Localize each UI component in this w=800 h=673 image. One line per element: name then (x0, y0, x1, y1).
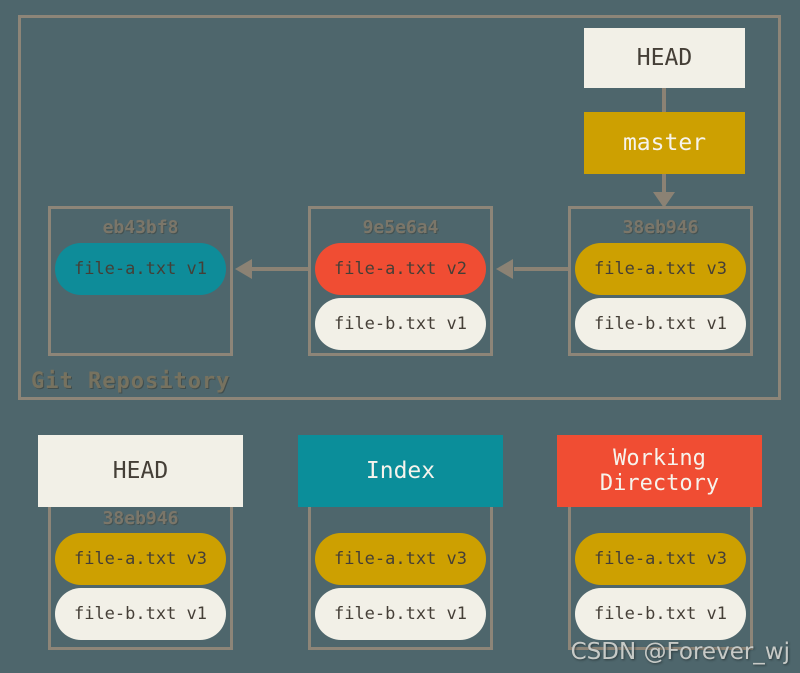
index-area-box: file-a.txt v3 file-b.txt v1 (308, 459, 493, 650)
file-blob: file-b.txt v1 (55, 588, 226, 640)
file-blob: file-a.txt v2 (315, 243, 486, 295)
commit-hash: 38eb946 (622, 217, 699, 238)
head-area-box: 38eb946 file-a.txt v3 file-b.txt v1 (48, 459, 233, 650)
working-directory-area-header: Working Directory (557, 435, 762, 507)
commit-parent-connector (252, 267, 308, 271)
commit-parent-connector (514, 267, 568, 271)
file-blob: file-a.txt v3 (315, 533, 486, 585)
arrow-left-icon (235, 259, 252, 279)
commit-hash: eb43bf8 (102, 217, 179, 238)
head-area-header: HEAD (38, 435, 243, 507)
index-area-header: Index (298, 435, 503, 507)
file-blob: file-b.txt v1 (575, 588, 746, 640)
commit-box-eb43bf8: eb43bf8 file-a.txt v1 (48, 206, 233, 356)
csdn-watermark: CSDN @Forever_wj (570, 639, 790, 665)
master-branch-box: master (584, 112, 745, 174)
file-blob: file-a.txt v3 (575, 533, 746, 585)
master-to-commit-connector (662, 174, 666, 194)
git-repository-outline: Git Repository (18, 15, 781, 400)
file-blob: file-b.txt v1 (315, 588, 486, 640)
head-ref-box: HEAD (584, 28, 745, 88)
commit-hash: 9e5e6a4 (362, 217, 439, 238)
file-blob: file-a.txt v3 (575, 243, 746, 295)
arrow-left-icon (496, 259, 513, 279)
arrow-down-icon (653, 192, 675, 208)
commit-box-9e5e6a4: 9e5e6a4 file-a.txt v2 file-b.txt v1 (308, 206, 493, 356)
git-repository-label: Git Repository (31, 369, 231, 394)
file-blob: file-a.txt v1 (55, 243, 226, 295)
head-to-master-connector (662, 88, 666, 112)
area-hash: 38eb946 (102, 508, 179, 529)
file-blob: file-a.txt v3 (55, 533, 226, 585)
commit-box-38eb946: 38eb946 file-a.txt v3 file-b.txt v1 (568, 206, 753, 356)
working-directory-area-box: file-a.txt v3 file-b.txt v1 (568, 459, 753, 650)
file-blob: file-b.txt v1 (315, 298, 486, 350)
file-blob: file-b.txt v1 (575, 298, 746, 350)
